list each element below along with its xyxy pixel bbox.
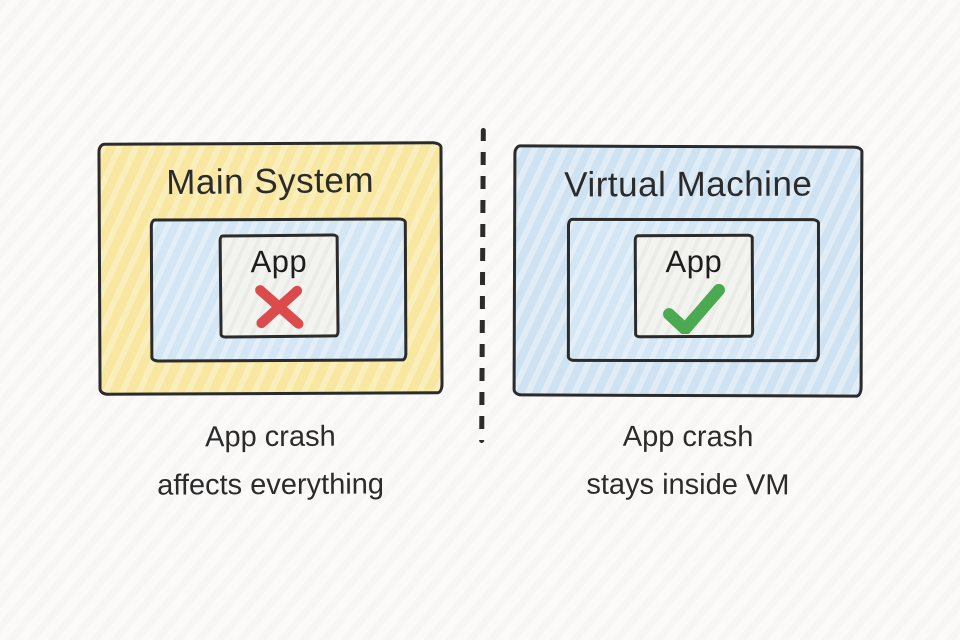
virtual-machine-title: Virtual Machine [564, 164, 813, 205]
app-box-main-system: App [218, 233, 340, 339]
caption-line: App crash [204, 420, 336, 454]
main-system-inner-box: App [149, 217, 408, 363]
virtual-machine-caption: App crash stays inside VM [513, 412, 863, 509]
main-system-title: Main System [166, 160, 375, 203]
caption-line: affects everything [157, 468, 385, 502]
divider-dashed-line [479, 127, 486, 444]
virtual-machine-panel: Virtual Machine App [512, 144, 864, 398]
app-label: App [664, 243, 722, 280]
caption-line: App crash [622, 420, 754, 454]
app-box-virtual-machine: App [633, 233, 754, 339]
virtual-machine-inner-box: App [566, 217, 820, 363]
green-check-icon [662, 283, 725, 335]
app-label: App [249, 243, 307, 280]
red-x-icon [254, 285, 303, 329]
caption-line: stays inside VM [586, 468, 790, 502]
main-system-panel: Main System App [97, 141, 444, 396]
main-system-caption: App crash affects everything [98, 412, 443, 510]
